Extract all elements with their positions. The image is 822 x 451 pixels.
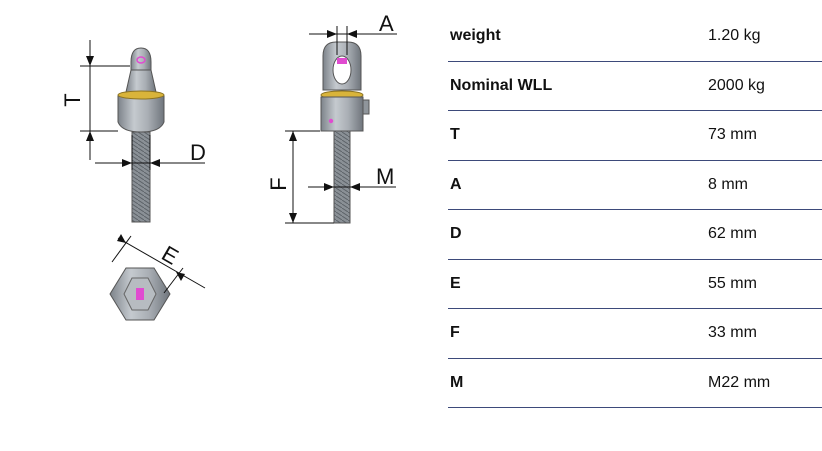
top-pink-slot — [136, 288, 144, 300]
front-neck — [125, 69, 157, 93]
spec-row-D: D 62 mm — [448, 209, 822, 260]
side-bolt — [333, 130, 351, 224]
front-eye-pink-hole — [136, 56, 146, 64]
dim-label-F: F — [266, 177, 291, 190]
spec-label: A — [448, 160, 708, 210]
top-view: E — [109, 234, 206, 321]
side-lock-nub — [362, 99, 370, 115]
spec-label: Nominal WLL — [448, 61, 708, 111]
spec-label: D — [448, 209, 708, 260]
spec-row-F: F 33 mm — [448, 308, 822, 359]
front-bolt — [131, 131, 151, 223]
dim-label-M: M — [376, 164, 394, 189]
spec-value: 73 mm — [708, 110, 822, 161]
spec-value: 55 mm — [708, 259, 822, 309]
front-view: T D — [60, 40, 206, 223]
spec-label: F — [448, 308, 708, 359]
side-pink-dot — [328, 118, 334, 124]
technical-drawing: T D A F — [60, 11, 397, 321]
side-shackle-pink-pin — [337, 58, 347, 64]
spec-row-E: E 55 mm — [448, 259, 822, 309]
side-view: A F M — [266, 11, 397, 224]
spec-row-M: M M22 mm — [448, 358, 822, 408]
front-collar-ring — [117, 90, 165, 100]
side-hex-body — [320, 96, 364, 132]
spec-table: weight 1.20 kg Nominal WLL 2000 kg T 73 … — [448, 12, 822, 408]
spec-label: E — [448, 259, 708, 309]
spec-row-T: T 73 mm — [448, 110, 822, 161]
spec-value: 1.20 kg — [708, 12, 822, 62]
dim-label-D: D — [190, 140, 206, 165]
dim-label-E: E — [158, 241, 183, 270]
spec-value: 8 mm — [708, 160, 822, 210]
spec-row-wll: Nominal WLL 2000 kg — [448, 61, 822, 111]
spec-row-weight: weight 1.20 kg — [448, 12, 822, 62]
spec-value: 2000 kg — [708, 61, 822, 111]
dim-label-A: A — [379, 11, 394, 36]
spec-value: 62 mm — [708, 209, 822, 260]
front-collar — [117, 95, 165, 133]
spec-label: M — [448, 358, 708, 408]
spec-label: T — [448, 110, 708, 161]
spec-label: weight — [448, 12, 708, 62]
spec-value: 33 mm — [708, 308, 822, 359]
spec-row-A: A 8 mm — [448, 160, 822, 210]
spec-value: M22 mm — [708, 358, 822, 408]
dim-label-T: T — [60, 93, 85, 106]
